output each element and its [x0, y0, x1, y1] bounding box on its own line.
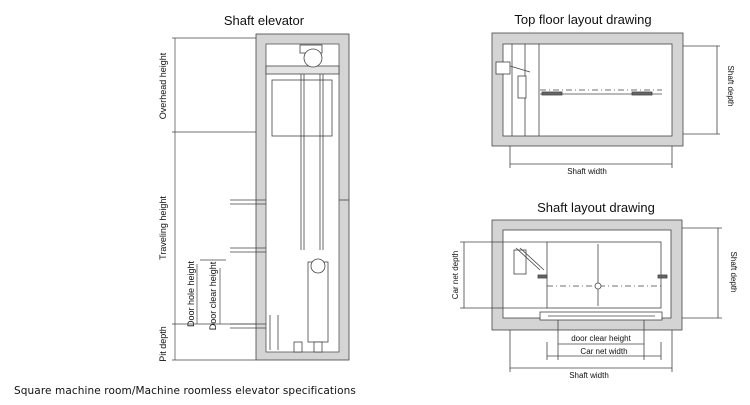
shaft-elevator-title: Shaft elevator — [224, 13, 305, 28]
machine-unit-icon — [517, 75, 527, 99]
shaft-layout-plan — [460, 219, 722, 372]
sheave-icon — [303, 48, 323, 68]
machine-slab — [265, 65, 340, 75]
top-shaft-depth-label: Shaft depth — [726, 66, 735, 107]
shaft-layout-title: Shaft layout drawing — [537, 200, 655, 215]
top-floor-space — [502, 43, 673, 137]
overhead-height-label: Overhead height — [158, 52, 168, 119]
shaft-elevator-section — [230, 33, 350, 361]
car-net-width-label: Car net width — [580, 347, 627, 356]
door-clear-height-plan-label: door clear height — [571, 334, 631, 343]
car-outline — [546, 241, 662, 309]
control-cabinet-icon — [495, 61, 511, 75]
counterweight-icon — [307, 261, 329, 343]
car-center-icon — [594, 282, 602, 290]
pit-depth-label: Pit depth — [158, 326, 168, 362]
counterweight-pulley-icon — [310, 258, 326, 274]
counterweight-plan-icon — [513, 249, 527, 275]
top-floor-title: Top floor layout drawing — [514, 12, 651, 27]
door-clear-height-label: Door clear height — [208, 261, 218, 330]
buffer-icon — [293, 341, 303, 353]
top-floor-plan — [491, 32, 720, 168]
bottom-shaft-width-label: Shaft width — [569, 371, 609, 380]
car-frame-upper — [271, 79, 333, 137]
shaft-elevator-dimensions — [172, 37, 256, 361]
buffer-icon — [313, 341, 323, 353]
top-shaft-width-label: Shaft width — [567, 167, 607, 176]
car-net-depth-label: Car net depth — [451, 251, 460, 299]
door-hole-height-label: Door hole height — [186, 260, 196, 327]
caption: Square machine room/Machine roomless ele… — [14, 385, 356, 397]
traveling-height-label: Traveling height — [158, 196, 168, 260]
bottom-shaft-depth-label: Shaft depth — [729, 252, 738, 293]
